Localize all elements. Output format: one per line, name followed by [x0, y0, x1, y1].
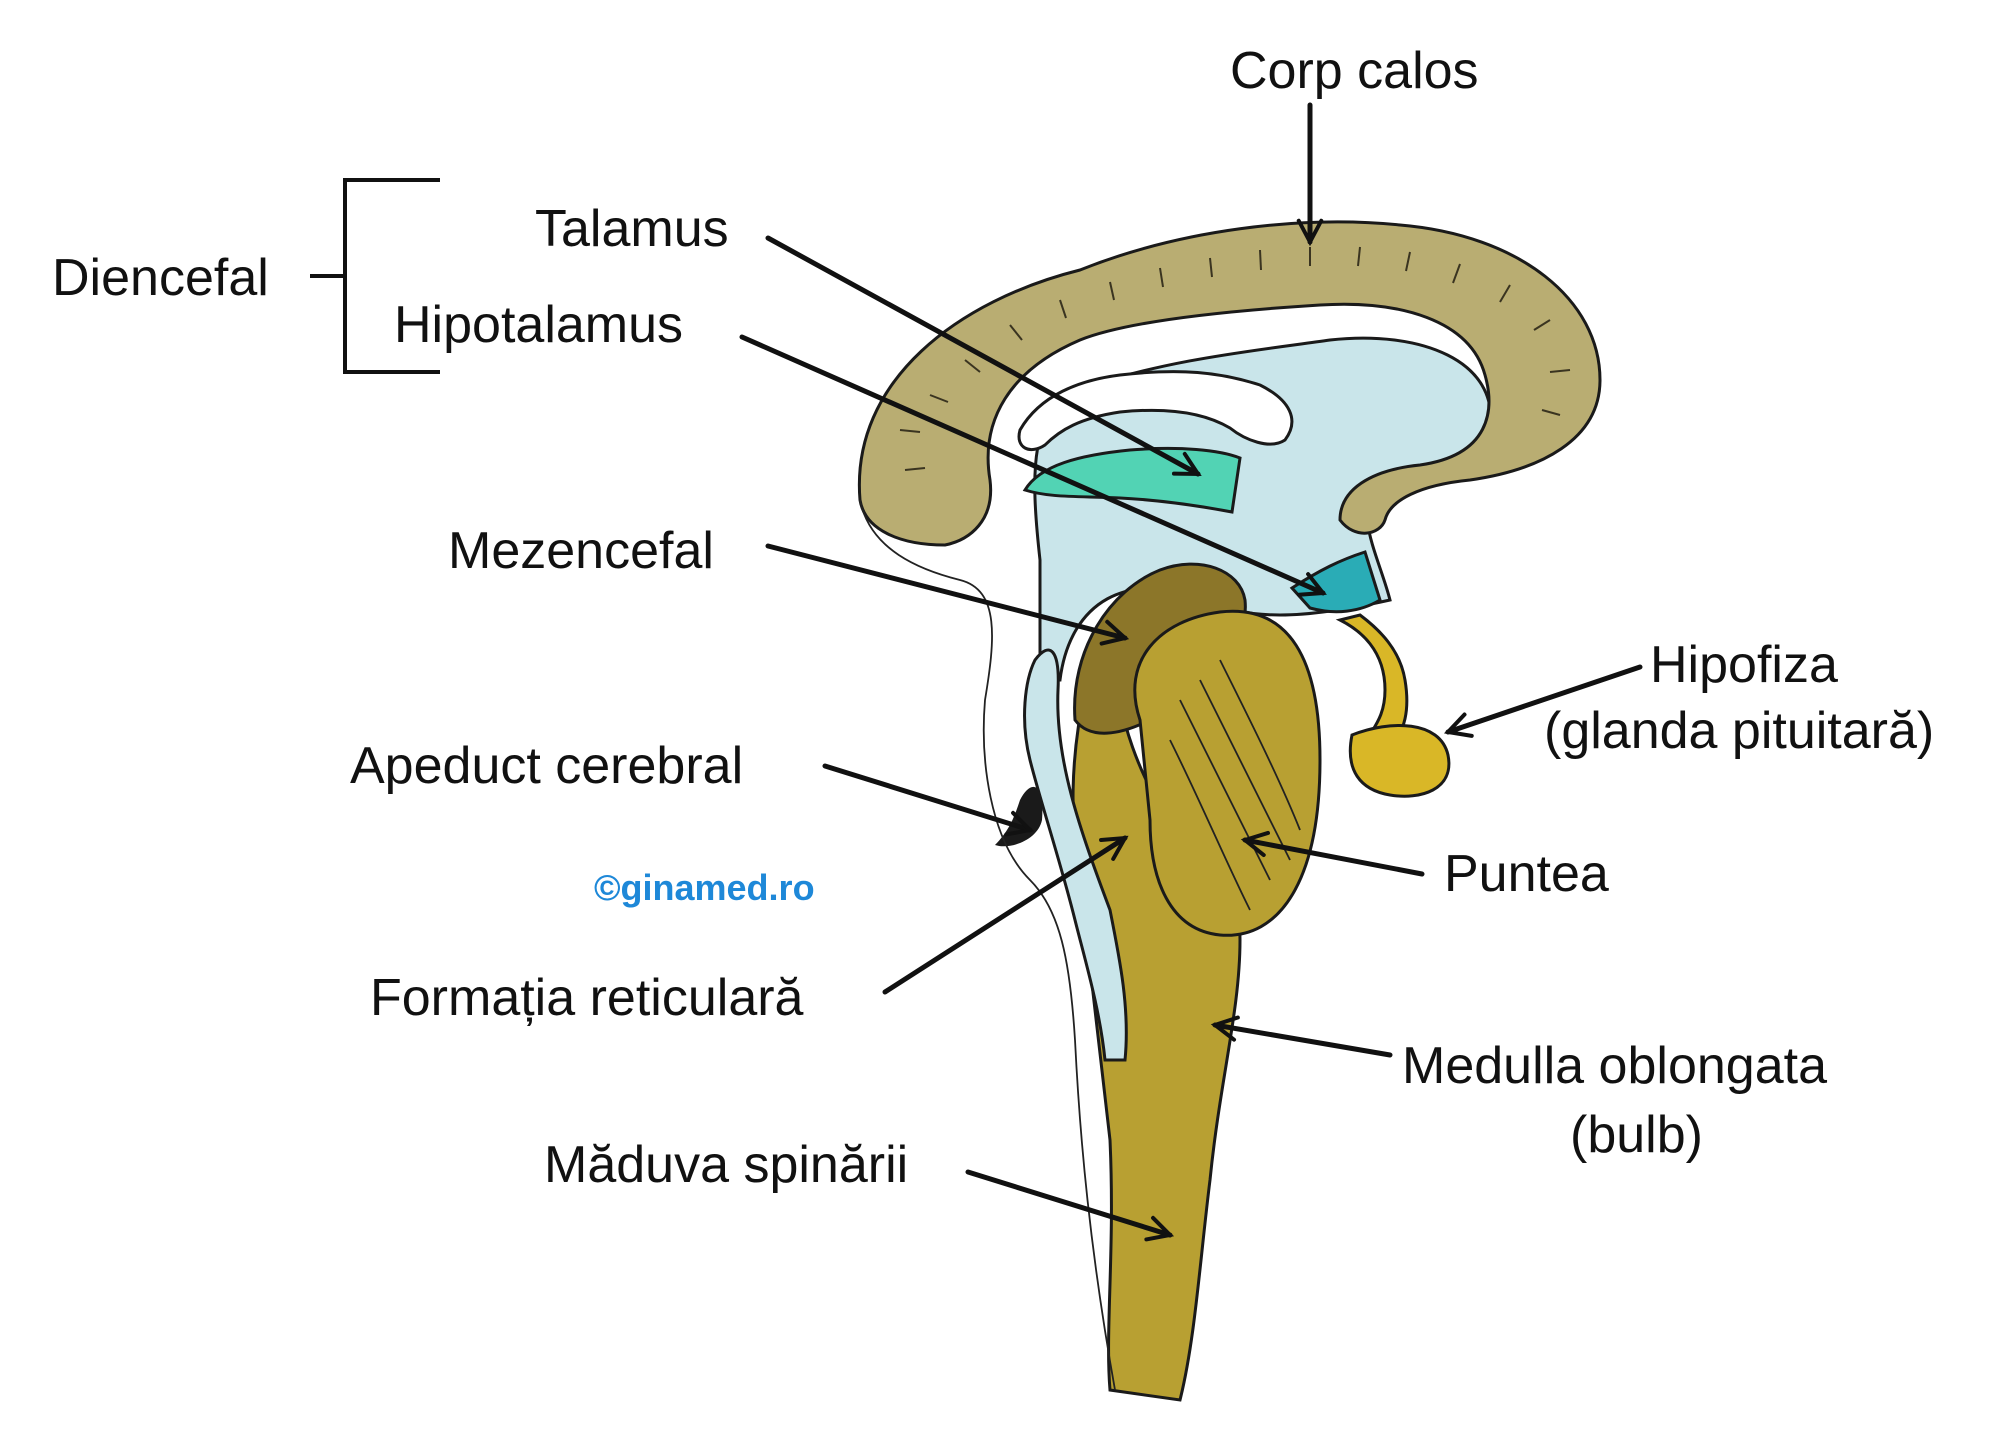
brain-outline	[859, 499, 1116, 1391]
labels: Corp calos Diencefal Talamus Hipotalamus…	[52, 42, 1934, 1194]
label-hipofiza-1: Hipofiza	[1650, 636, 1838, 694]
pons-fibers	[1169, 659, 1301, 911]
fornix-shape	[1017, 370, 1294, 451]
leader-apeduct	[822, 763, 1035, 837]
watermark: ©ginamed.ro	[594, 867, 815, 908]
leader-formatia	[882, 835, 1129, 995]
label-diencefal: Diencefal	[52, 249, 269, 307]
label-puntea: Puntea	[1444, 845, 1609, 903]
label-hipofiza-2: (glanda pituitară)	[1544, 702, 1934, 760]
diencefal-bracket	[310, 178, 440, 374]
leader-lines	[739, 102, 1643, 1242]
leader-talamus	[765, 235, 1202, 477]
label-apeduct: Apeduct cerebral	[350, 737, 743, 795]
leader-puntea	[1240, 830, 1425, 877]
label-mezencefal: Mezencefal	[448, 522, 714, 580]
label-medulla-1: Medulla oblongata	[1402, 1037, 1827, 1095]
corpus-callosum-shape	[857, 220, 1602, 547]
label-talamus: Talamus	[535, 200, 729, 258]
label-medulla-2: (bulb)	[1570, 1106, 1703, 1164]
corpus-striations	[899, 246, 1571, 471]
label-corp-calos: Corp calos	[1230, 42, 1479, 100]
label-maduva: Măduva spinării	[544, 1136, 908, 1194]
leader-hipotalamus	[739, 334, 1327, 597]
leader-mezencefal	[765, 543, 1130, 646]
label-hipotalamus: Hipotalamus	[394, 296, 683, 354]
leader-maduva	[965, 1169, 1175, 1242]
leader-medulla	[1210, 1015, 1393, 1058]
leader-hipofiza	[1443, 664, 1643, 738]
aqueduct-shape	[1023, 648, 1128, 1062]
pituitary-gland-shape	[1348, 724, 1451, 798]
pons-shape	[1133, 609, 1322, 937]
label-formatia: Formația reticulară	[370, 969, 804, 1027]
